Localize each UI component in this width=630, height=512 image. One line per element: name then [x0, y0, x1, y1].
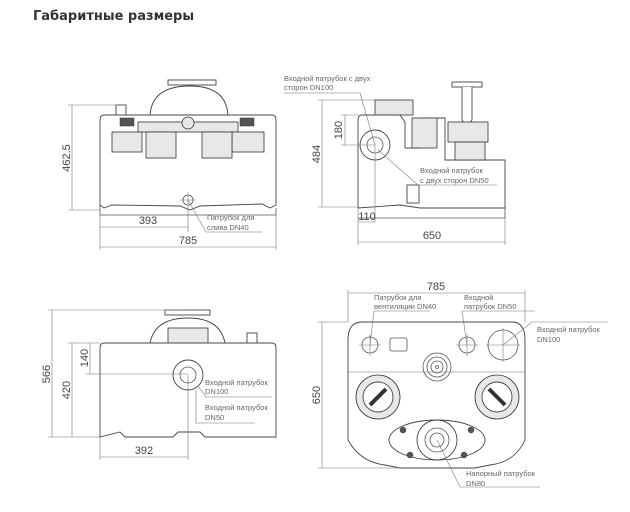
label-rear-dn100-1: Входной патрубок	[205, 378, 268, 387]
dim-side-height: 484	[311, 145, 323, 163]
label-side-dn50-1: Входной патрубок	[420, 166, 483, 175]
front-view: 462.5 393 785 Патрубок для слива DN40	[61, 79, 277, 250]
label-drain-2: слива DN40	[207, 223, 249, 232]
dim-rear-inlet-height: 140	[79, 349, 91, 367]
label-top-vent-2: вентиляции DN40	[374, 302, 436, 311]
label-top-dn100-2: DN100	[537, 335, 560, 344]
dim-rear-total-height: 566	[41, 365, 53, 383]
label-rear-dn100-2: DN100	[205, 387, 228, 396]
label-top-dn100-1: Входной патрубок	[537, 325, 600, 334]
label-top-pressure-2: DN80	[466, 479, 485, 488]
label-side-dn100-1: Входной патрубок с двух	[284, 74, 371, 83]
dim-front-height: 462.5	[61, 144, 73, 172]
label-top-vent-1: Патрубок для	[374, 293, 421, 302]
dim-side-inlet-offset: 110	[358, 211, 376, 223]
label-top-pressure-1: Напорный патрубок	[466, 469, 536, 478]
label-side-dn50-2: с двух сторон DN50	[420, 176, 489, 185]
rear-view: 566 420 140 392 Входной патрубок DN100 В…	[41, 309, 277, 460]
label-top-dn50-1: Входной	[464, 293, 493, 302]
label-rear-dn50-1: Входной патрубок	[205, 403, 268, 412]
side-view: 484 180 110 650 Входной патрубок с двух …	[284, 74, 506, 245]
label-side-dn100-2: сторон DN100	[284, 83, 333, 92]
label-drain-1: Патрубок для	[207, 213, 254, 222]
label-rear-dn50-2: DN50	[205, 413, 224, 422]
dim-top-depth: 650	[311, 386, 323, 404]
dim-rear-body-height: 420	[61, 381, 73, 399]
dim-front-drain-offset: 393	[139, 215, 157, 227]
dim-front-width: 785	[179, 235, 197, 247]
top-view: 785 650 Патрубок для вентиляции DN40 Вхо…	[311, 281, 608, 488]
page-title: Габаритные размеры	[33, 9, 195, 24]
dim-rear-inlet-offset: 392	[135, 445, 153, 457]
dim-side-width: 650	[423, 230, 441, 242]
dim-side-inlet-height: 180	[333, 121, 345, 139]
label-top-dn50-2: патрубок DN50	[464, 302, 516, 311]
dim-top-width: 785	[427, 281, 445, 293]
